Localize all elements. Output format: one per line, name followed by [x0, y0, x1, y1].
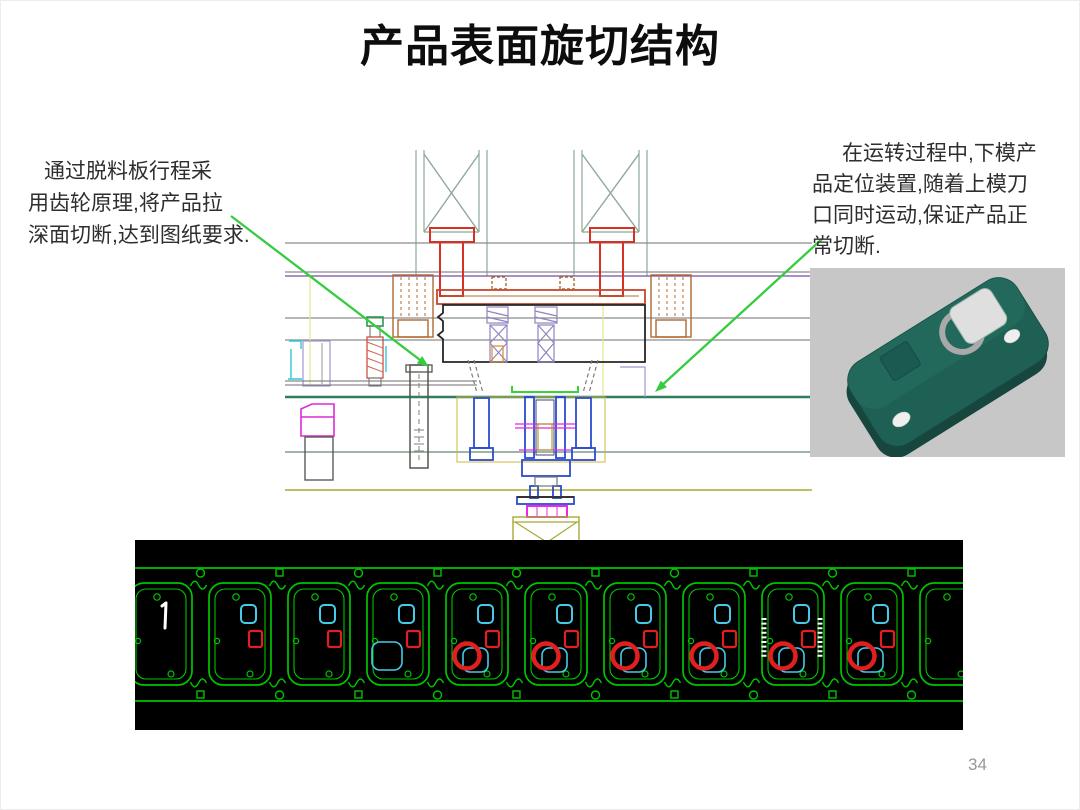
left-annotation-line: 用齿轮原理,将产品拉	[28, 192, 223, 215]
die-plate-lines	[285, 242, 812, 491]
upper-die-columns	[415, 150, 648, 276]
pointer-arrow-left	[230, 215, 429, 367]
guide-pins	[467, 359, 599, 394]
right-annotation-line: 在运转过程中,下模产	[842, 142, 1037, 165]
product-part	[846, 277, 1049, 457]
right-annotation: 在运转过程中,下模产 品定位装置,随着上模刀 口同时运动,保证产品正 常切断.	[812, 138, 1068, 262]
pointer-arrow-right	[655, 238, 823, 392]
right-annotation-line: 品定位装置,随着上模刀	[812, 173, 1028, 196]
left-side-parts	[285, 316, 646, 481]
strip-background	[135, 540, 963, 730]
guide-bushings	[392, 274, 692, 338]
product-render-panel	[810, 268, 1065, 457]
product-3d-image	[810, 268, 1065, 457]
left-annotation: 通过脱料板行程采 用齿轮原理,将产品拉 深面切断,达到图纸要求.	[28, 156, 278, 252]
right-annotation-line: 常切断.	[812, 235, 881, 258]
stripper-plate	[436, 304, 646, 363]
punch-bolts	[429, 227, 646, 305]
right-annotation-line: 口同时运动,保证产品正	[812, 204, 1028, 227]
strip-stations	[135, 567, 963, 702]
left-annotation-line: 深面切断,达到图纸要求.	[28, 224, 250, 247]
left-annotation-line: 通过脱料板行程采	[44, 160, 212, 183]
page-number: 34	[968, 755, 987, 774]
spring-units	[486, 306, 558, 363]
lower-die-assembly	[456, 396, 606, 542]
product-section-line	[511, 386, 579, 393]
page-title: 产品表面旋切结构	[360, 22, 720, 71]
strip-layout-panel	[135, 540, 963, 730]
